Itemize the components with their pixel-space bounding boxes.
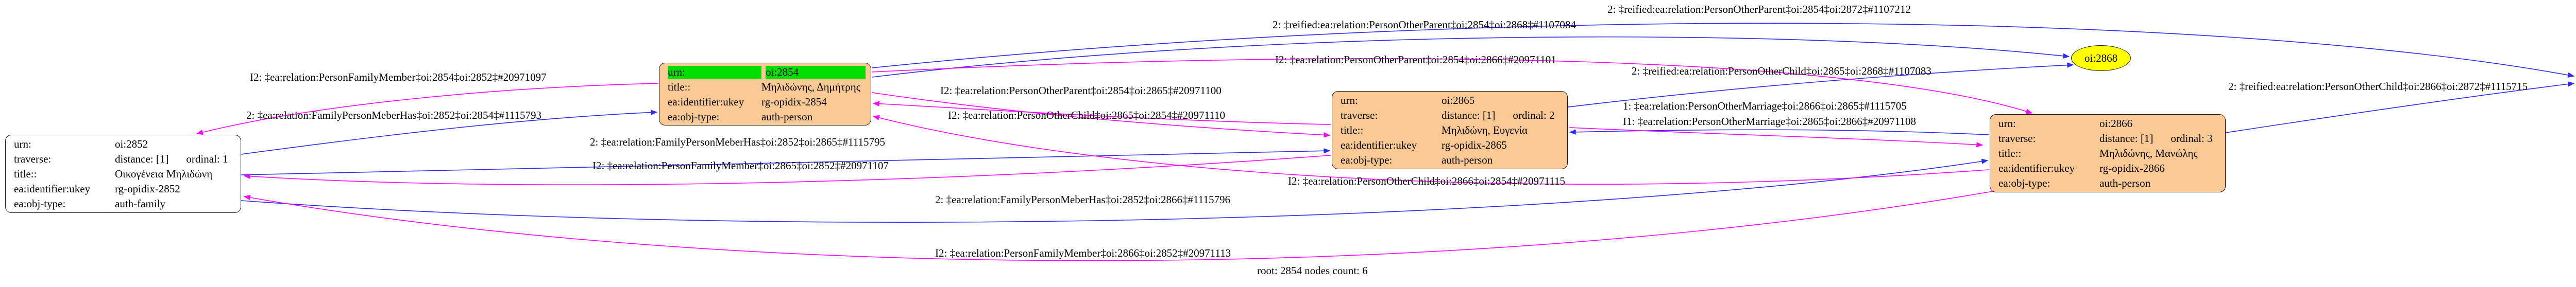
edge-2854-2868 (871, 36, 2070, 78)
field-row: traverse: distance: [1] ordinal: 2 (1332, 108, 1567, 123)
field-row: traverse: distance: [1] ordinal: 3 (1990, 131, 2225, 146)
edge-2854-2866-inverse (871, 58, 2033, 114)
field-row: ea:obj-type: auth-family (6, 196, 241, 211)
edge-label: 2: ‡reified:ea:relation:PersonOtherParen… (1607, 3, 1911, 15)
root-label: root: 2854 nodes count: 6 (1257, 264, 1368, 277)
field-row: title:: Μηλιδώνης, Μανώλης (1990, 146, 2225, 161)
edge-label: I2: ‡ea:relation:PersonFamilyMember‡oi:2… (250, 71, 547, 83)
edge-2854-2872 (871, 23, 2575, 78)
edge-2865-2866-marriage-inverse (1569, 127, 1984, 148)
field-key: urn: (1341, 94, 1358, 106)
graph-node-2868[interactable]: oi:2868 (2071, 45, 2131, 71)
field-row: title:: Οικογένεια Μηλιδώνη (6, 167, 241, 182)
field-key: ea:obj-type: (668, 111, 720, 123)
field-value: rg-opidix-2852 (115, 183, 180, 195)
field-row: title:: Μηλιδώνης, Δημήτρης (659, 80, 871, 95)
edge-label: 2: ‡ea:relation:FamilyPersonMeberHas‡oi:… (590, 136, 885, 148)
field-value: rg-opidix-2866 (2099, 162, 2165, 174)
field-value: auth-person (2099, 177, 2151, 189)
field-key: urn: (1998, 117, 2016, 130)
field-value: Μηλιδώνης, Δημήτρης (761, 81, 861, 93)
field-row-highlighted: urn: oi:2854 (659, 65, 871, 80)
field-key: ea:identifier:ukey (1341, 139, 1417, 151)
field-key: ea:obj-type: (1998, 177, 2050, 189)
field-value: ordinal: 2 (1513, 109, 1555, 121)
field-key: title:: (14, 168, 37, 180)
field-row: urn: oi:2865 (1332, 93, 1567, 108)
edge-2852-2854 (241, 110, 658, 155)
field-key: ea:identifier:ukey (668, 96, 744, 108)
edge-2852-2866 (241, 158, 1989, 223)
field-row: traverse: distance: [1] ordinal: 1 (6, 152, 241, 167)
field-row: ea:identifier:ukey rg-opidix-2852 (6, 182, 241, 196)
field-value: ordinal: 1 (186, 153, 228, 165)
field-key: traverse: (14, 153, 52, 165)
edge-2865-2868 (1568, 62, 2074, 107)
field-key: title:: (1998, 147, 2022, 159)
field-value: distance: [1] (2099, 132, 2154, 145)
edge-label: 1: ‡ea:relation:PersonOtherMarriage‡oi:2… (1623, 100, 1907, 112)
field-value: distance: [1] (1442, 109, 1496, 121)
edge-2865-2854-inverse (872, 101, 1331, 125)
field-value: Μηλιδώνη, Ευγενία (1442, 124, 1528, 136)
field-row: urn: oi:2852 (6, 137, 241, 152)
field-value: auth-family (115, 198, 165, 210)
field-row: ea:obj-type: auth-person (1990, 176, 2225, 191)
field-row: ea:identifier:ukey rg-opidix-2866 (1990, 161, 2225, 176)
field-row: urn: oi:2866 (1990, 116, 2225, 131)
field-value: ordinal: 3 (2171, 132, 2213, 145)
field-key: traverse: (1998, 132, 2036, 145)
edge-2866-2872 (2225, 81, 2575, 133)
field-row: ea:identifier:ukey rg-opidix-2865 (1332, 138, 1567, 153)
edge-label: I2: ‡ea:relation:PersonOtherParent‡oi:28… (940, 84, 1222, 97)
field-value: rg-opidix-2865 (1442, 139, 1507, 151)
field-value: distance: [1] (115, 153, 169, 165)
edge-2866-2865-marriage (1569, 129, 1989, 135)
graph-node-2852[interactable]: urn: oi:2852 traverse: distance: [1] ord… (5, 135, 241, 213)
field-key: urn: (668, 66, 761, 79)
edge-label: I2: ‡ea:relation:PersonOtherChild‡oi:286… (1288, 175, 1565, 187)
field-row: ea:obj-type: auth-person (1332, 153, 1567, 168)
field-value: Οικογένεια Μηλιδώνη (115, 168, 213, 180)
field-value: rg-opidix-2854 (761, 96, 827, 108)
field-value: oi:2852 (115, 138, 148, 150)
field-value: Μηλιδώνης, Μανώλης (2099, 147, 2198, 159)
edge-2854-2852-inverse (196, 83, 659, 135)
field-row: title:: Μηλιδώνη, Ευγενία (1332, 123, 1567, 138)
field-value: oi:2865 (1442, 94, 1475, 106)
field-key: title:: (668, 81, 691, 93)
edge-label: 2: ‡reified:ea:relation:PersonOtherChild… (2228, 80, 2528, 93)
graph-node-2866[interactable]: urn: oi:2866 traverse: distance: [1] ord… (1990, 114, 2226, 192)
field-key: urn: (14, 138, 31, 150)
field-row: ea:identifier:ukey rg-opidix-2854 (659, 95, 871, 110)
edge-label: I2: ‡ea:relation:PersonFamilyMember‡oi:2… (935, 247, 1231, 259)
edge-label: 2: ‡reified:ea:relation:PersonOtherChild… (1632, 65, 1931, 77)
edge-2865-2852-inverse (243, 155, 1331, 186)
edge-label: 2: ‡ea:relation:FamilyPersonMeberHas‡oi:… (935, 193, 1230, 206)
field-key: ea:obj-type: (1341, 154, 1393, 166)
graph-node-2854[interactable]: urn: oi:2854 title:: Μηλιδώνης, Δημήτρης… (659, 63, 871, 125)
edge-2866-2852-inverse (243, 191, 1993, 261)
edge-2854-2865-inverse (871, 92, 1331, 138)
field-key: ea:identifier:ukey (1998, 162, 2075, 174)
field-value: oi:2866 (2099, 117, 2133, 130)
edge-label: I2: ‡ea:relation:PersonOtherChild‡oi:286… (948, 109, 1225, 121)
edge-label: I2: ‡ea:relation:PersonFamilyMember‡oi:2… (592, 159, 889, 172)
field-value: auth-person (761, 111, 813, 123)
edge-2866-2854-inverse (872, 115, 1989, 185)
field-value: oi:2854 (766, 66, 866, 79)
field-key: ea:identifier:ukey (14, 183, 91, 195)
graph-node-2865[interactable]: urn: oi:2865 traverse: distance: [1] ord… (1332, 91, 1568, 169)
edge-label: 2: ‡reified:ea:relation:PersonOtherParen… (1273, 19, 1576, 31)
field-key: ea:obj-type: (14, 198, 66, 210)
edge-label: 2: ‡ea:relation:FamilyPersonMeberHas‡oi:… (246, 109, 541, 121)
edge-label: I1: ‡ea:relation:PersonOtherMarriage‡oi:… (1623, 115, 1917, 128)
edge-label: I2: ‡ea:relation:PersonOtherParent‡oi:28… (1275, 53, 1556, 66)
field-key: traverse: (1341, 109, 1378, 121)
field-key: title:: (1341, 124, 1364, 136)
field-row: ea:obj-type: auth-person (659, 110, 871, 124)
field-value: auth-person (1442, 154, 1493, 166)
